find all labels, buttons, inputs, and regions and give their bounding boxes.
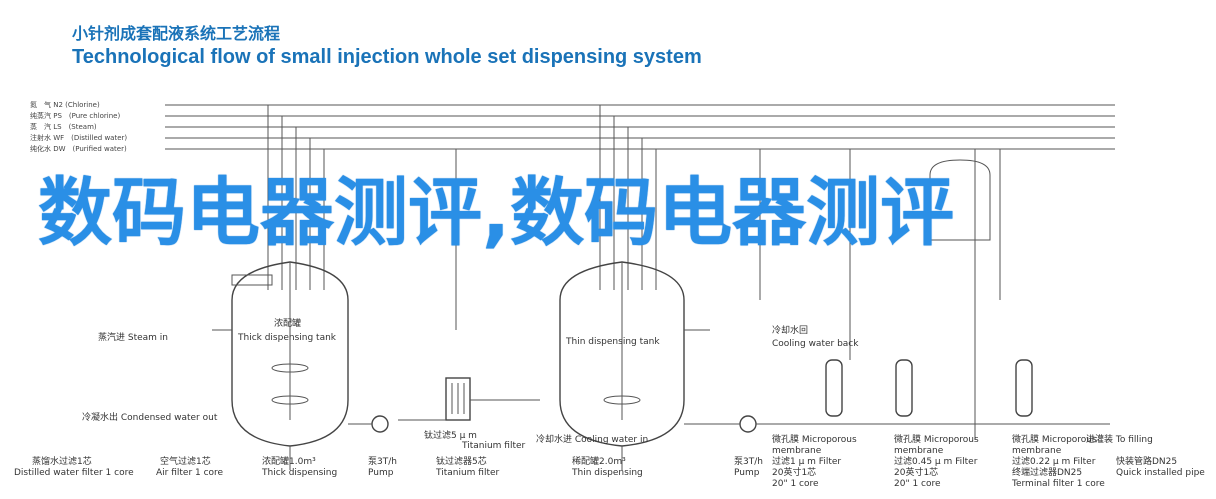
condensed-out-label: 冷凝水出 Condensed water out <box>82 411 218 423</box>
legend-wf: 注射水 WF (Distilled water) <box>30 133 127 142</box>
mf2-c: 过滤0.45 μ m Filter <box>894 455 978 467</box>
bottom-5b: Titanium filter <box>435 468 500 478</box>
bottom-8a: 快装管路DN25 <box>1116 455 1177 467</box>
steam-in-label: 蒸汽进 Steam in <box>98 331 168 343</box>
mf3-b: membrane <box>1012 446 1062 456</box>
bottom-2b: Air filter 1 core <box>156 468 224 478</box>
thick-dispensing-tank: 浓配罐 Thick dispensing tank <box>212 261 349 470</box>
bottom-7b: Pump <box>734 468 760 478</box>
bottom-7a: 泵3T/h <box>734 456 763 467</box>
bottom-1b: Distilled water filter 1 core <box>14 468 134 478</box>
legend-ps: 纯蒸汽 PS (Pure chlorine) <box>30 111 120 120</box>
mf2-e: 20" 1 core <box>894 479 941 489</box>
mf2-a: 微孔膜 Microporous <box>894 433 979 445</box>
cooling-in-label: 冷却水进 Cooling water in <box>536 433 648 445</box>
watermark-overlay-text: 数码电器测评,数码电器测评 <box>38 170 955 256</box>
bottom-5a: 钛过滤器5芯 <box>436 455 487 467</box>
utility-legend: 氮 气 N2 (Chlorine) 纯蒸汽 PS (Pure chlorine)… <box>30 100 1115 153</box>
drop-lines <box>267 105 1001 440</box>
mf3-e: Terminal filter 1 core <box>1011 479 1105 489</box>
title-english: Technological flow of small injection wh… <box>72 46 702 68</box>
microporous-filters <box>756 159 1110 425</box>
titanium-filter-label-1b: Titanium filter <box>461 441 526 451</box>
bottom-3a: 浓配罐1.0m³ <box>262 455 316 467</box>
titanium-filter-label-1: 钛过滤5 μ m <box>424 429 477 441</box>
mf3-d: 终端过滤器DN25 <box>1012 466 1082 478</box>
bottom-1a: 蒸馏水过滤1芯 <box>32 455 92 467</box>
thick-tank-label-cn: 浓配罐 <box>274 317 301 329</box>
title-chinese: 小针剂成套配液系统工艺流程 <box>72 24 281 43</box>
thick-tank-label-en: Thick dispensing tank <box>237 333 337 343</box>
mf2-d: 20英寸1芯 <box>894 466 938 478</box>
titanium-filter <box>398 377 540 421</box>
thin-dispensing-tank: Thin dispensing tank <box>559 261 710 470</box>
bottom-6a: 稀配罐2.0m³ <box>572 455 626 467</box>
bottom-legend: 蒸馏水过滤1芯 Distilled water filter 1 core 空气… <box>14 455 1205 489</box>
mf1-a: 微孔膜 Microporous <box>772 433 857 445</box>
cooling-back-label-en: Cooling water back <box>772 339 859 349</box>
pumps <box>348 415 757 433</box>
mf1-e: 20" 1 core <box>772 479 819 489</box>
bottom-2a: 空气过滤1芯 <box>160 455 211 467</box>
bottom-6b: Thin dispensing <box>571 468 643 478</box>
cooling-back-label-cn: 冷却水回 <box>772 324 808 336</box>
bottom-4b: Pump <box>368 468 394 478</box>
legend-n2: 氮 气 N2 (Chlorine) <box>30 100 100 109</box>
mf1-b: membrane <box>772 446 822 456</box>
mf3-a: 微孔膜 Microporous <box>1012 433 1097 445</box>
mf1-c: 过滤1 μ m Filter <box>772 455 841 467</box>
to-filling-label: 进灌装 To filling <box>1086 433 1153 445</box>
bottom-3b: Thick dispensing <box>261 468 337 478</box>
thin-tank-label-en: Thin dispensing tank <box>565 337 660 347</box>
legend-dw: 纯化水 DW (Purified water) <box>30 144 127 153</box>
bottom-8b: Quick installed pipe <box>1116 468 1205 478</box>
mf1-d: 20英寸1芯 <box>772 466 816 478</box>
legend-ls: 蒸 汽 LS (Steam) <box>30 122 97 131</box>
bottom-4a: 泵3T/h <box>368 456 397 467</box>
mf2-b: membrane <box>894 446 944 456</box>
mf3-c: 过滤0.22 μ m Filter <box>1012 455 1096 467</box>
